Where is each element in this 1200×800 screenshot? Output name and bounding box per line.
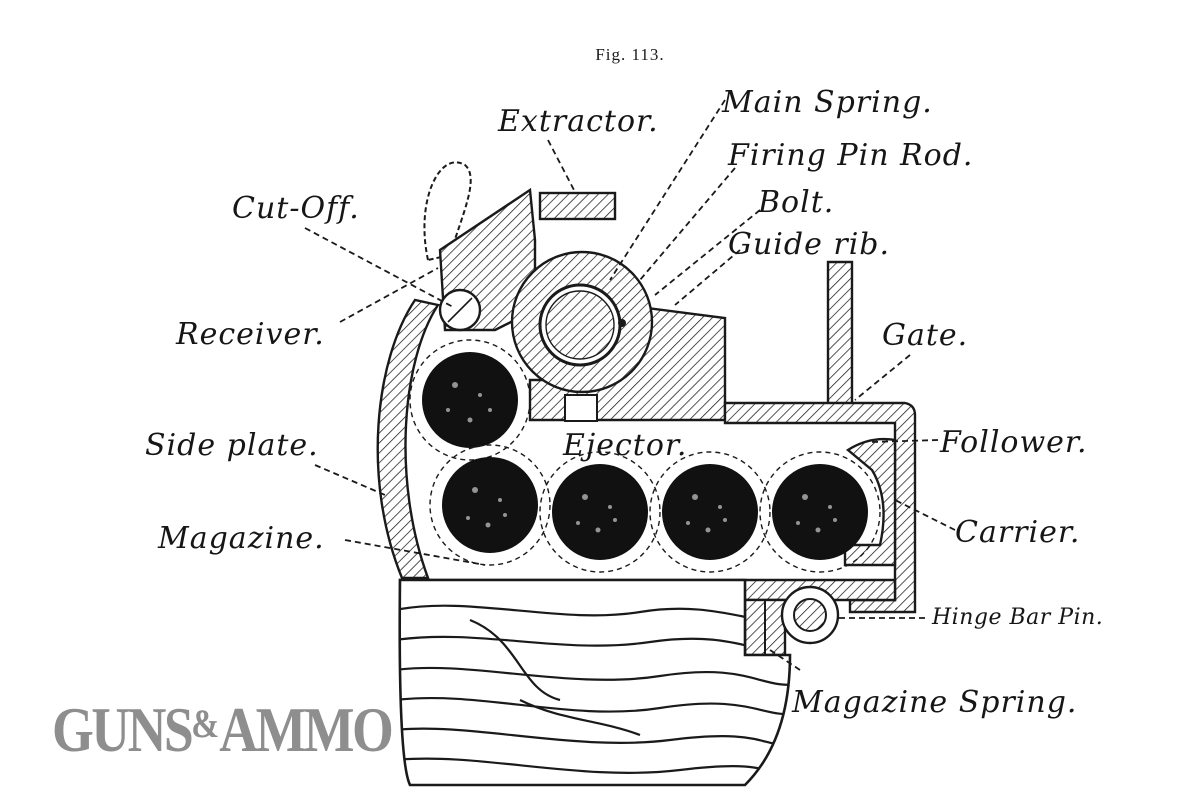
wooden-stock bbox=[398, 578, 792, 787]
label-bolt: Bolt. bbox=[757, 185, 834, 220]
figure-caption: Fig. 113. bbox=[595, 45, 664, 64]
label-side-plate: Side plate. bbox=[145, 428, 319, 463]
hinge-bar-pin-core bbox=[793, 598, 827, 632]
label-extractor: Extractor. bbox=[497, 104, 659, 139]
extractor bbox=[538, 191, 617, 221]
label-hinge-bar-pin: Hinge Bar Pin. bbox=[931, 605, 1103, 630]
logo-ampersand: & bbox=[191, 701, 220, 746]
label-cut-off: Cut-Off. bbox=[232, 191, 360, 226]
gate bbox=[826, 260, 854, 410]
side-plate bbox=[376, 298, 440, 580]
logo-text-ammo: AMMO bbox=[219, 694, 394, 765]
label-magazine-spring: Magazine Spring. bbox=[791, 685, 1077, 720]
label-main-spring: Main Spring. bbox=[721, 85, 933, 120]
label-carrier: Carrier. bbox=[955, 515, 1080, 550]
main-spring bbox=[545, 290, 615, 360]
label-guide-rib: Guide rib. bbox=[728, 227, 890, 262]
cartridge-shell bbox=[772, 464, 868, 560]
label-follower: Follower. bbox=[939, 425, 1088, 460]
label-gate: Gate. bbox=[882, 318, 968, 353]
label-magazine: Magazine. bbox=[157, 521, 325, 556]
logo-text-guns: GUNS bbox=[52, 694, 194, 765]
guns-and-ammo-logo: GUNS&AMMO bbox=[52, 692, 394, 765]
leader-lines bbox=[304, 99, 956, 671]
cartridge-shell bbox=[422, 352, 518, 448]
cartridges bbox=[409, 339, 881, 573]
label-ejector: Ejector. bbox=[562, 428, 687, 463]
label-firing-pin-rod: Firing Pin Rod. bbox=[727, 138, 973, 173]
cut-off-lever bbox=[423, 161, 472, 262]
cartridge-shell bbox=[662, 464, 758, 560]
ejector bbox=[564, 394, 598, 422]
cartridge-shell bbox=[552, 464, 648, 560]
label-receiver: Receiver. bbox=[175, 317, 325, 352]
cartridge-shell bbox=[442, 457, 538, 553]
